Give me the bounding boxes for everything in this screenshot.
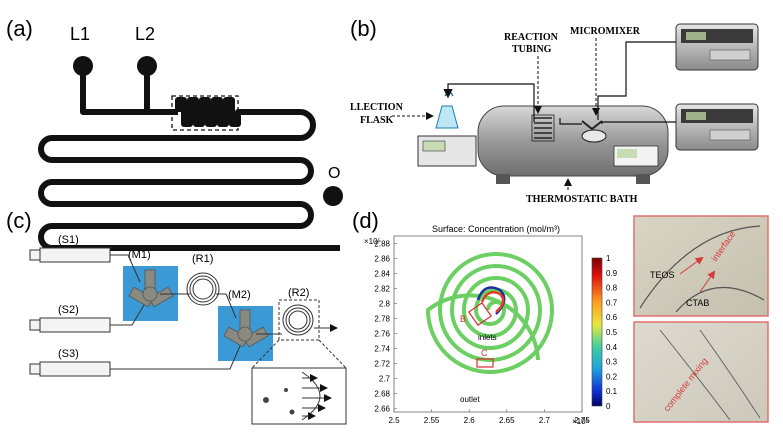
colorbar-tick-label: 0.5 (606, 328, 618, 337)
colorbar-tick-label: 0.6 (606, 313, 618, 322)
plot-title: Surface: Concentration (mol/m³) (432, 224, 560, 234)
inlet-l1-label: L1 (70, 24, 90, 44)
micrograph-top (633, 215, 769, 317)
reaction-tubing-label-1: REACTION (504, 32, 559, 43)
s1-label: (S1) (58, 234, 79, 246)
y-tick-label: 2.78 (374, 314, 390, 323)
reactor-coil-r1 (186, 272, 220, 306)
colorbar-tick-label: 0.8 (606, 284, 618, 293)
colorbar-tick-label: 0.9 (606, 269, 618, 278)
microchannel (38, 70, 340, 251)
micromixer-label: MICROMIXER (570, 26, 641, 37)
syringe-s1 (29, 247, 120, 263)
panel-c: (c) (S1) (S2) (S3) (M1) (M2) (6, 208, 347, 425)
r2-label: (R2) (288, 287, 309, 299)
syringe-s2 (29, 317, 120, 333)
x-tick-label: 2.75 (574, 416, 590, 425)
marker-b-box (468, 302, 492, 326)
particle (289, 409, 295, 415)
x-tick-label: 2.55 (424, 416, 440, 425)
panel-b-label: (b) (350, 16, 377, 41)
y-tick-label: 2.68 (374, 389, 390, 398)
y-tick-label: 2.88 (374, 239, 390, 248)
teos-label: TEOS (650, 270, 675, 280)
panel-a: (a) L1 L2 O (6, 16, 343, 251)
y-tick-label: 2.82 (374, 284, 390, 293)
syringe-pump-top (675, 23, 759, 71)
inlet-l1-port (73, 56, 93, 76)
syringe-pump-bottom (675, 103, 759, 151)
bath-leg-left (496, 174, 510, 184)
s2-label: (S2) (58, 304, 79, 316)
colorbar-tick-label: 0.4 (606, 343, 618, 352)
y-tick-label: 2.74 (374, 344, 390, 353)
m2-label: (M2) (228, 289, 251, 301)
x-tick-label: 2.7 (539, 416, 551, 425)
outlet-port (323, 186, 343, 206)
syringe-s3 (29, 361, 120, 377)
reactor-coil-r2 (282, 304, 314, 336)
colorbar-ticks: 1 0.9 0.8 0.7 0.6 0.5 0.4 0.3 0.2 0.1 0 (606, 254, 618, 411)
ctab-label: CTAB (686, 298, 709, 308)
colorbar-tick-label: 0.7 (606, 298, 618, 307)
y-tick-label: 2.76 (374, 329, 390, 338)
tubing-lines (443, 41, 676, 125)
flow-profile-inset (251, 367, 347, 425)
reaction-tubing-label-2: TUBING (512, 44, 552, 55)
marker-c-label: C (481, 348, 488, 358)
flow-profile (301, 371, 332, 421)
x-tick-label: 2.5 (388, 416, 400, 425)
y-tick-label: 2.8 (379, 299, 391, 308)
marker-c-box (476, 358, 494, 368)
spiral-channel (425, 252, 555, 374)
colorbar (591, 257, 603, 407)
micrograph-bottom (633, 321, 769, 423)
colorbar-tick-label: 1 (606, 254, 611, 263)
panel-d-label: (d) (352, 208, 379, 233)
inlets-label: inlets (478, 333, 497, 342)
panel-b: (b) (350, 16, 759, 205)
y-tick-label: 2.72 (374, 359, 390, 368)
particle (284, 388, 288, 392)
outlet-o-label: O (328, 165, 340, 182)
y-tick-label: 2.86 (374, 254, 390, 263)
mixer-highlight-box (171, 95, 239, 131)
r1-label: (R1) (192, 253, 213, 265)
inlet-l2-port (137, 56, 157, 76)
collection-flask (435, 105, 459, 129)
inlet-streams (476, 286, 506, 315)
colorbar-tick-label: 0.3 (606, 358, 618, 367)
panel-c-label: (c) (6, 208, 32, 233)
inlet-l2-label: L2 (135, 24, 155, 44)
colorbar-tick-label: 0.2 (606, 372, 618, 381)
collection-flask-label-2: FLASK (360, 115, 394, 126)
x-tick-label: 2.6 (464, 416, 476, 425)
y-tick-label: 2.7 (379, 374, 391, 383)
micromixer-chip (581, 120, 607, 143)
marker-b-label: B (460, 314, 466, 324)
m1-label: (M1) (128, 249, 151, 261)
reaction-tubing-coil (531, 114, 555, 142)
y-exponent: ×10⁵ (364, 237, 381, 246)
panel-a-label: (a) (6, 16, 33, 41)
outlet-label: outlet (460, 395, 480, 404)
panel-c-tubing (120, 254, 338, 370)
bath-leg-right (636, 174, 650, 184)
panel-d: (d) Surface: Concentration (mol/m³) ×10⁵… (352, 208, 769, 426)
x-exponent: ×10⁵ (572, 417, 589, 426)
s3-label: (S3) (58, 348, 79, 360)
y-tick-label: 2.84 (374, 269, 390, 278)
y-axis: 2.88 2.86 2.84 2.82 2.8 2.78 2.76 2.74 2.72 2.7 2.… (374, 239, 397, 413)
y-tick-label: 2.66 (374, 404, 390, 413)
colorbar-tick-label: 0 (606, 402, 611, 411)
x-axis: 2.5 2.55 2.6 2.65 2.7 2.75 (388, 409, 590, 425)
r2-zoom-box (278, 299, 320, 341)
x-tick-label: 2.65 (499, 416, 515, 425)
particle (263, 397, 269, 403)
collection-flask-label-1: LLECTION (350, 102, 404, 113)
colorbar-tick-label: 0.1 (606, 387, 618, 396)
thermostatic-bath-label: THERMOSTATIC BATH (526, 194, 638, 205)
